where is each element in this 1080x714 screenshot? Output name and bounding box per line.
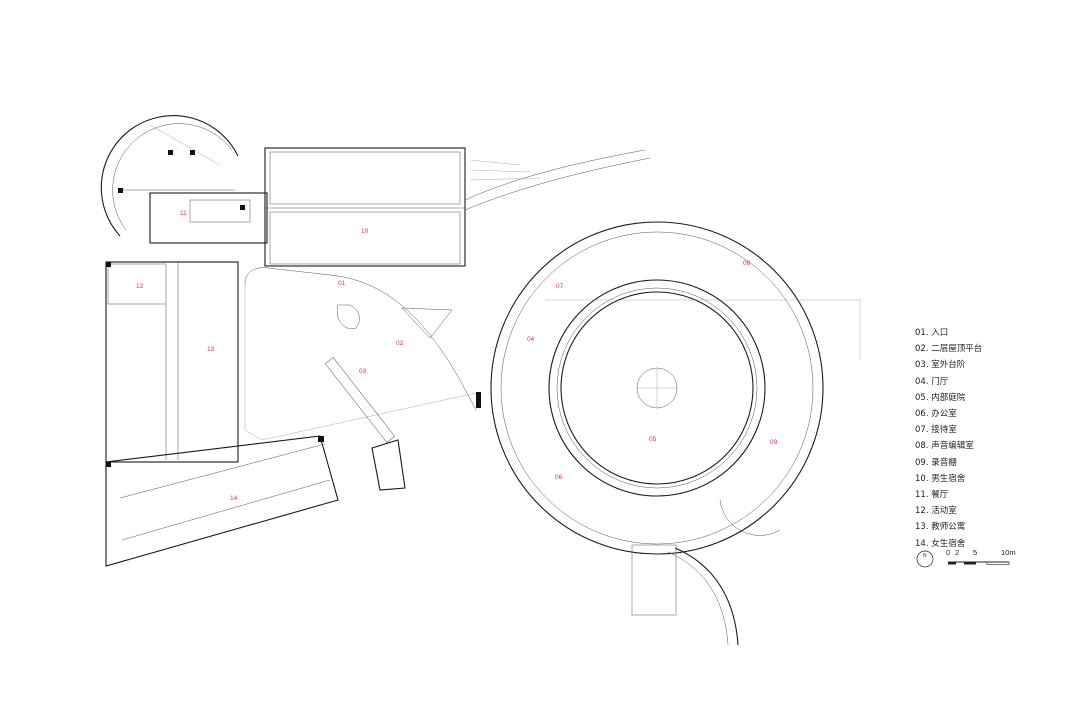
- north-arrow-icon: [916, 550, 934, 568]
- scale-tick: 2: [955, 548, 960, 557]
- north-symbol: N: [923, 553, 927, 559]
- compass-and-scale: N: [916, 550, 1010, 568]
- room-number-05: 05: [649, 436, 657, 443]
- legend-item: 14. 女生宿舍: [915, 538, 966, 549]
- boys-dormitory-block: [264, 147, 466, 267]
- legend-item: 10. 男生宿舍: [915, 473, 966, 484]
- outdoor-steps: [464, 149, 651, 211]
- room-number-12: 12: [136, 283, 144, 290]
- legend: 01. 入口 02. 二层屋顶平台 03. 室外台阶 04. 门厅 05. 内部…: [915, 325, 982, 552]
- legend-item: 04. 门厅: [915, 376, 949, 387]
- legend-item: 08. 声音编辑室: [915, 441, 974, 452]
- room-number-06: 06: [555, 474, 563, 481]
- dining-rotunda: [100, 115, 239, 237]
- room-number-07: 07: [556, 283, 564, 290]
- structural-columns: [106, 150, 481, 467]
- circular-building: [490, 221, 861, 646]
- room-number-04: 04: [527, 336, 535, 343]
- room-number-02: 02: [396, 340, 404, 347]
- dining-hall: [149, 192, 268, 244]
- legend-item: 06. 办公室: [915, 409, 957, 420]
- plaza: [244, 267, 477, 491]
- girls-dormitory-wing: [105, 435, 339, 567]
- room-number-03: 03: [359, 368, 367, 375]
- legend-item: 02. 二层屋顶平台: [915, 344, 983, 355]
- legend-item: 11. 餐厅: [915, 490, 949, 501]
- room-number-10: 10: [361, 228, 369, 235]
- room-number-09: 09: [770, 439, 778, 446]
- legend-item: 12. 活动室: [915, 506, 957, 517]
- room-numbers: 01 02 03 04 05 06 07 08 09 10 11 12 13 1…: [136, 210, 778, 502]
- legend-item: 03. 室外台阶: [915, 360, 966, 371]
- legend-item: 09. 录音棚: [915, 457, 957, 468]
- scale-tick: 0: [946, 548, 951, 557]
- room-number-08: 08: [743, 260, 751, 267]
- legend-item: 13. 教师公寓: [915, 522, 966, 533]
- scale-bar: N 0 2 5 10m: [915, 548, 1025, 570]
- left-wing: [105, 261, 239, 463]
- scale-tick: 10m: [1001, 548, 1016, 557]
- room-number-13: 13: [207, 346, 215, 353]
- legend-item: 01. 入口: [915, 328, 949, 338]
- room-number-01: 01: [338, 280, 346, 287]
- legend-item: 05. 内部庭院: [915, 392, 966, 403]
- room-number-14: 14: [230, 495, 238, 502]
- scale-tick: 5: [973, 548, 978, 557]
- room-number-11: 11: [180, 210, 187, 217]
- legend-item: 07. 接待室: [915, 425, 957, 436]
